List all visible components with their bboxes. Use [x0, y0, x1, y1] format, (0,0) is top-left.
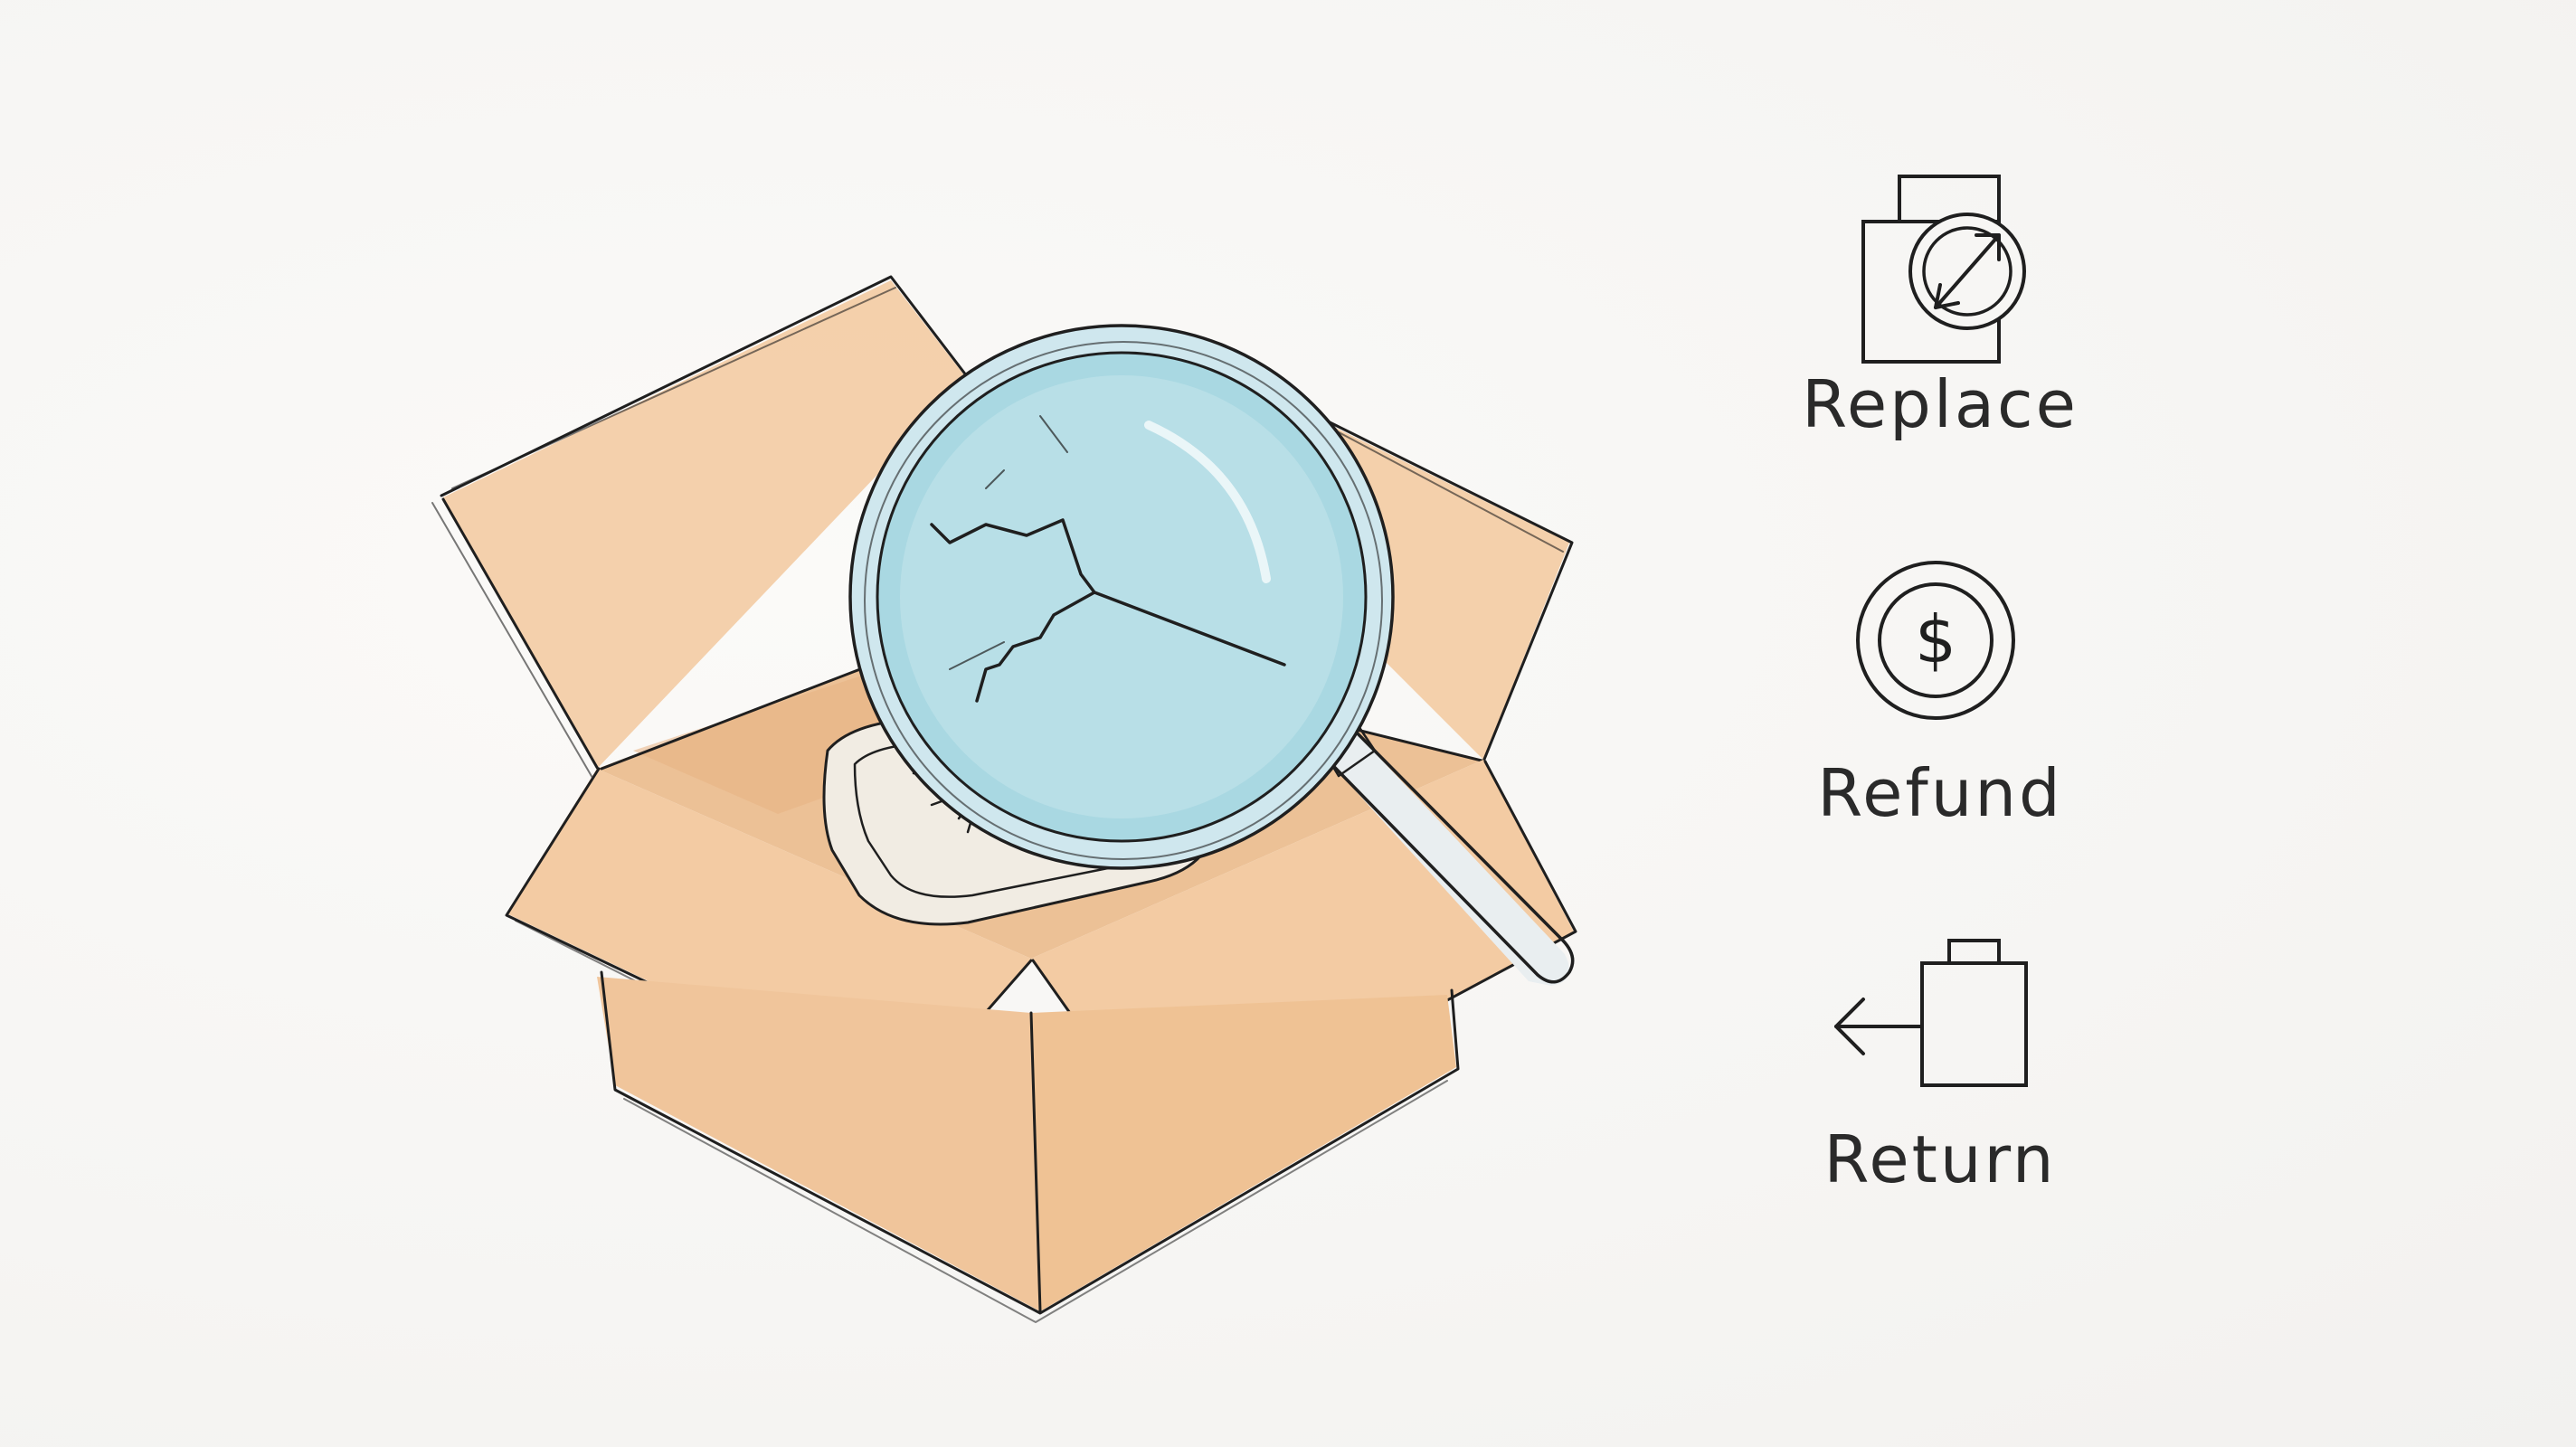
replace-icon: [1861, 175, 2026, 364]
replace-label: Replace: [1802, 366, 2079, 442]
magnifying-glass-icon: [848, 324, 1575, 986]
svg-text:$: $: [1915, 601, 1956, 677]
option-replace: Replace: [1750, 366, 2130, 442]
refund-dollar-coin-icon: $: [1856, 561, 2015, 720]
option-return: Return: [1750, 1121, 2130, 1197]
refund-label: Refund: [1817, 755, 2063, 831]
return-package-arrow-icon: [1834, 939, 2028, 1087]
return-label: Return: [1823, 1121, 2057, 1197]
option-refund: Refund: [1750, 755, 2130, 831]
